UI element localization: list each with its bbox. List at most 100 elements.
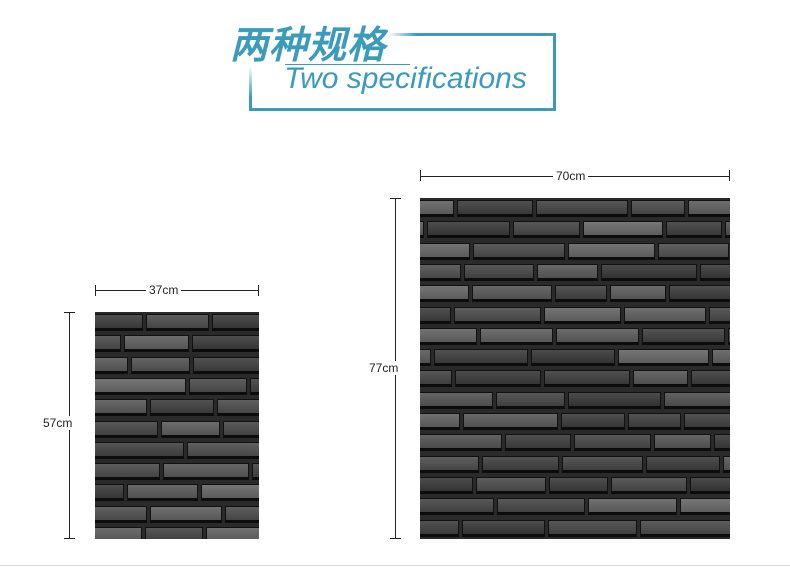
- large-width-label: 70cm: [553, 169, 589, 183]
- brick: [95, 463, 160, 481]
- brick: [420, 200, 455, 217]
- brick: [420, 327, 477, 345]
- brick: [690, 476, 730, 494]
- brick: [427, 221, 511, 239]
- brick: [583, 221, 663, 239]
- small-brick-panel: [95, 312, 259, 539]
- brick: [224, 505, 259, 523]
- brick: [420, 455, 480, 473]
- brick: [632, 370, 688, 388]
- brick: [610, 285, 667, 303]
- brick: [476, 476, 547, 494]
- brick: [420, 498, 494, 516]
- brick: [472, 285, 552, 303]
- brick: [95, 356, 128, 374]
- brick: [472, 242, 565, 260]
- brick: [127, 484, 198, 502]
- brick: [567, 391, 661, 409]
- brick: [95, 314, 143, 331]
- brick: [420, 306, 452, 324]
- brick: [149, 399, 215, 417]
- brick: [724, 221, 730, 239]
- frame-fade: [236, 18, 416, 60]
- brick: [144, 527, 203, 539]
- brick: [420, 391, 494, 409]
- brick: [95, 335, 121, 353]
- brick: [420, 242, 470, 260]
- brick: [699, 263, 730, 281]
- brick: [665, 221, 722, 239]
- brick: [145, 314, 209, 331]
- brick: [222, 420, 259, 438]
- brick: [727, 327, 730, 345]
- brick: [722, 455, 730, 473]
- brick: [95, 484, 125, 502]
- brick: [530, 349, 615, 367]
- brick: [420, 370, 453, 388]
- brick: [574, 434, 652, 452]
- brick: [130, 356, 190, 374]
- brick: [160, 420, 220, 438]
- large-height-label: 77cm: [366, 361, 402, 375]
- brick: [420, 349, 431, 367]
- brick: [420, 221, 425, 239]
- brick: [189, 377, 247, 395]
- dim-tick: [420, 170, 421, 181]
- brick: [162, 463, 250, 481]
- brick: [663, 391, 730, 409]
- title-divider: [285, 64, 410, 65]
- brick: [420, 285, 470, 303]
- brick: [95, 399, 147, 417]
- brick: [420, 263, 461, 281]
- brick: [249, 377, 259, 395]
- brick: [496, 498, 585, 516]
- brick: [496, 391, 565, 409]
- brick: [679, 498, 730, 516]
- frame-fade: [236, 58, 276, 98]
- brick: [536, 200, 629, 217]
- brick: [479, 327, 554, 345]
- brick: [623, 306, 707, 324]
- brick: [709, 306, 730, 324]
- brick: [561, 413, 625, 430]
- brick: [420, 476, 474, 494]
- brick: [556, 327, 640, 345]
- brick: [600, 263, 697, 281]
- brick: [549, 476, 609, 494]
- brick: [252, 463, 259, 481]
- brick: [627, 413, 681, 430]
- title-chinese: 两种规格: [230, 22, 387, 67]
- small-width-label: 37cm: [146, 283, 182, 297]
- brick: [192, 356, 259, 374]
- brick: [205, 527, 259, 539]
- brick: [562, 455, 644, 473]
- brick: [658, 242, 729, 260]
- small-height-label: 57cm: [40, 416, 76, 430]
- brick: [455, 370, 541, 388]
- brick: [200, 484, 259, 502]
- brick: [454, 306, 542, 324]
- brick: [457, 200, 534, 217]
- brick: [712, 349, 730, 367]
- brick: [646, 455, 720, 473]
- brick: [669, 285, 730, 303]
- bottom-divider: [0, 565, 790, 566]
- brick: [688, 200, 730, 217]
- brick: [587, 498, 677, 516]
- brick: [95, 505, 148, 523]
- brick: [714, 434, 730, 452]
- brick: [611, 476, 688, 494]
- brick: [513, 221, 581, 239]
- brick: [420, 434, 503, 452]
- brick: [150, 505, 222, 523]
- brick: [505, 434, 572, 452]
- brick: [191, 335, 259, 353]
- brick: [567, 242, 656, 260]
- large-brick-panel: [420, 198, 730, 539]
- brick: [420, 519, 460, 537]
- brick: [683, 413, 730, 430]
- brick: [95, 527, 142, 539]
- brick: [631, 200, 686, 217]
- brick: [95, 377, 187, 395]
